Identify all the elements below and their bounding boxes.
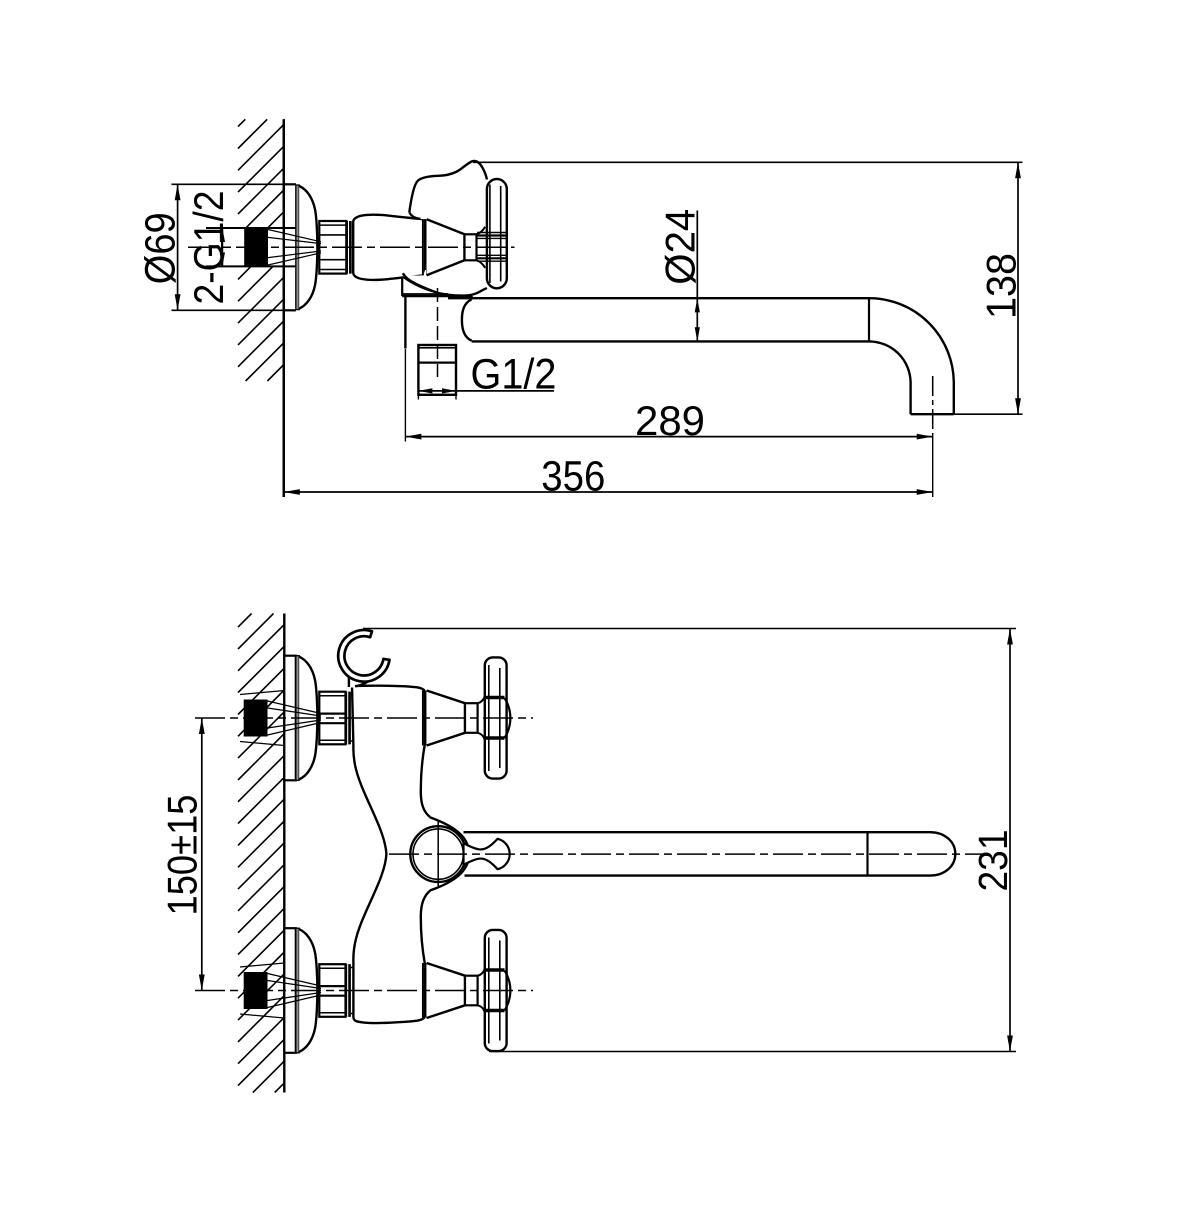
svg-text:Ø24: Ø24 bbox=[657, 209, 704, 285]
svg-text:231: 231 bbox=[970, 830, 1016, 892]
svg-text:138: 138 bbox=[978, 253, 1025, 319]
svg-text:Ø69: Ø69 bbox=[137, 212, 185, 284]
svg-text:356: 356 bbox=[541, 453, 605, 501]
svg-text:150±15: 150±15 bbox=[159, 795, 206, 916]
svg-text:G1/2: G1/2 bbox=[471, 350, 557, 398]
svg-text:289: 289 bbox=[635, 397, 705, 444]
